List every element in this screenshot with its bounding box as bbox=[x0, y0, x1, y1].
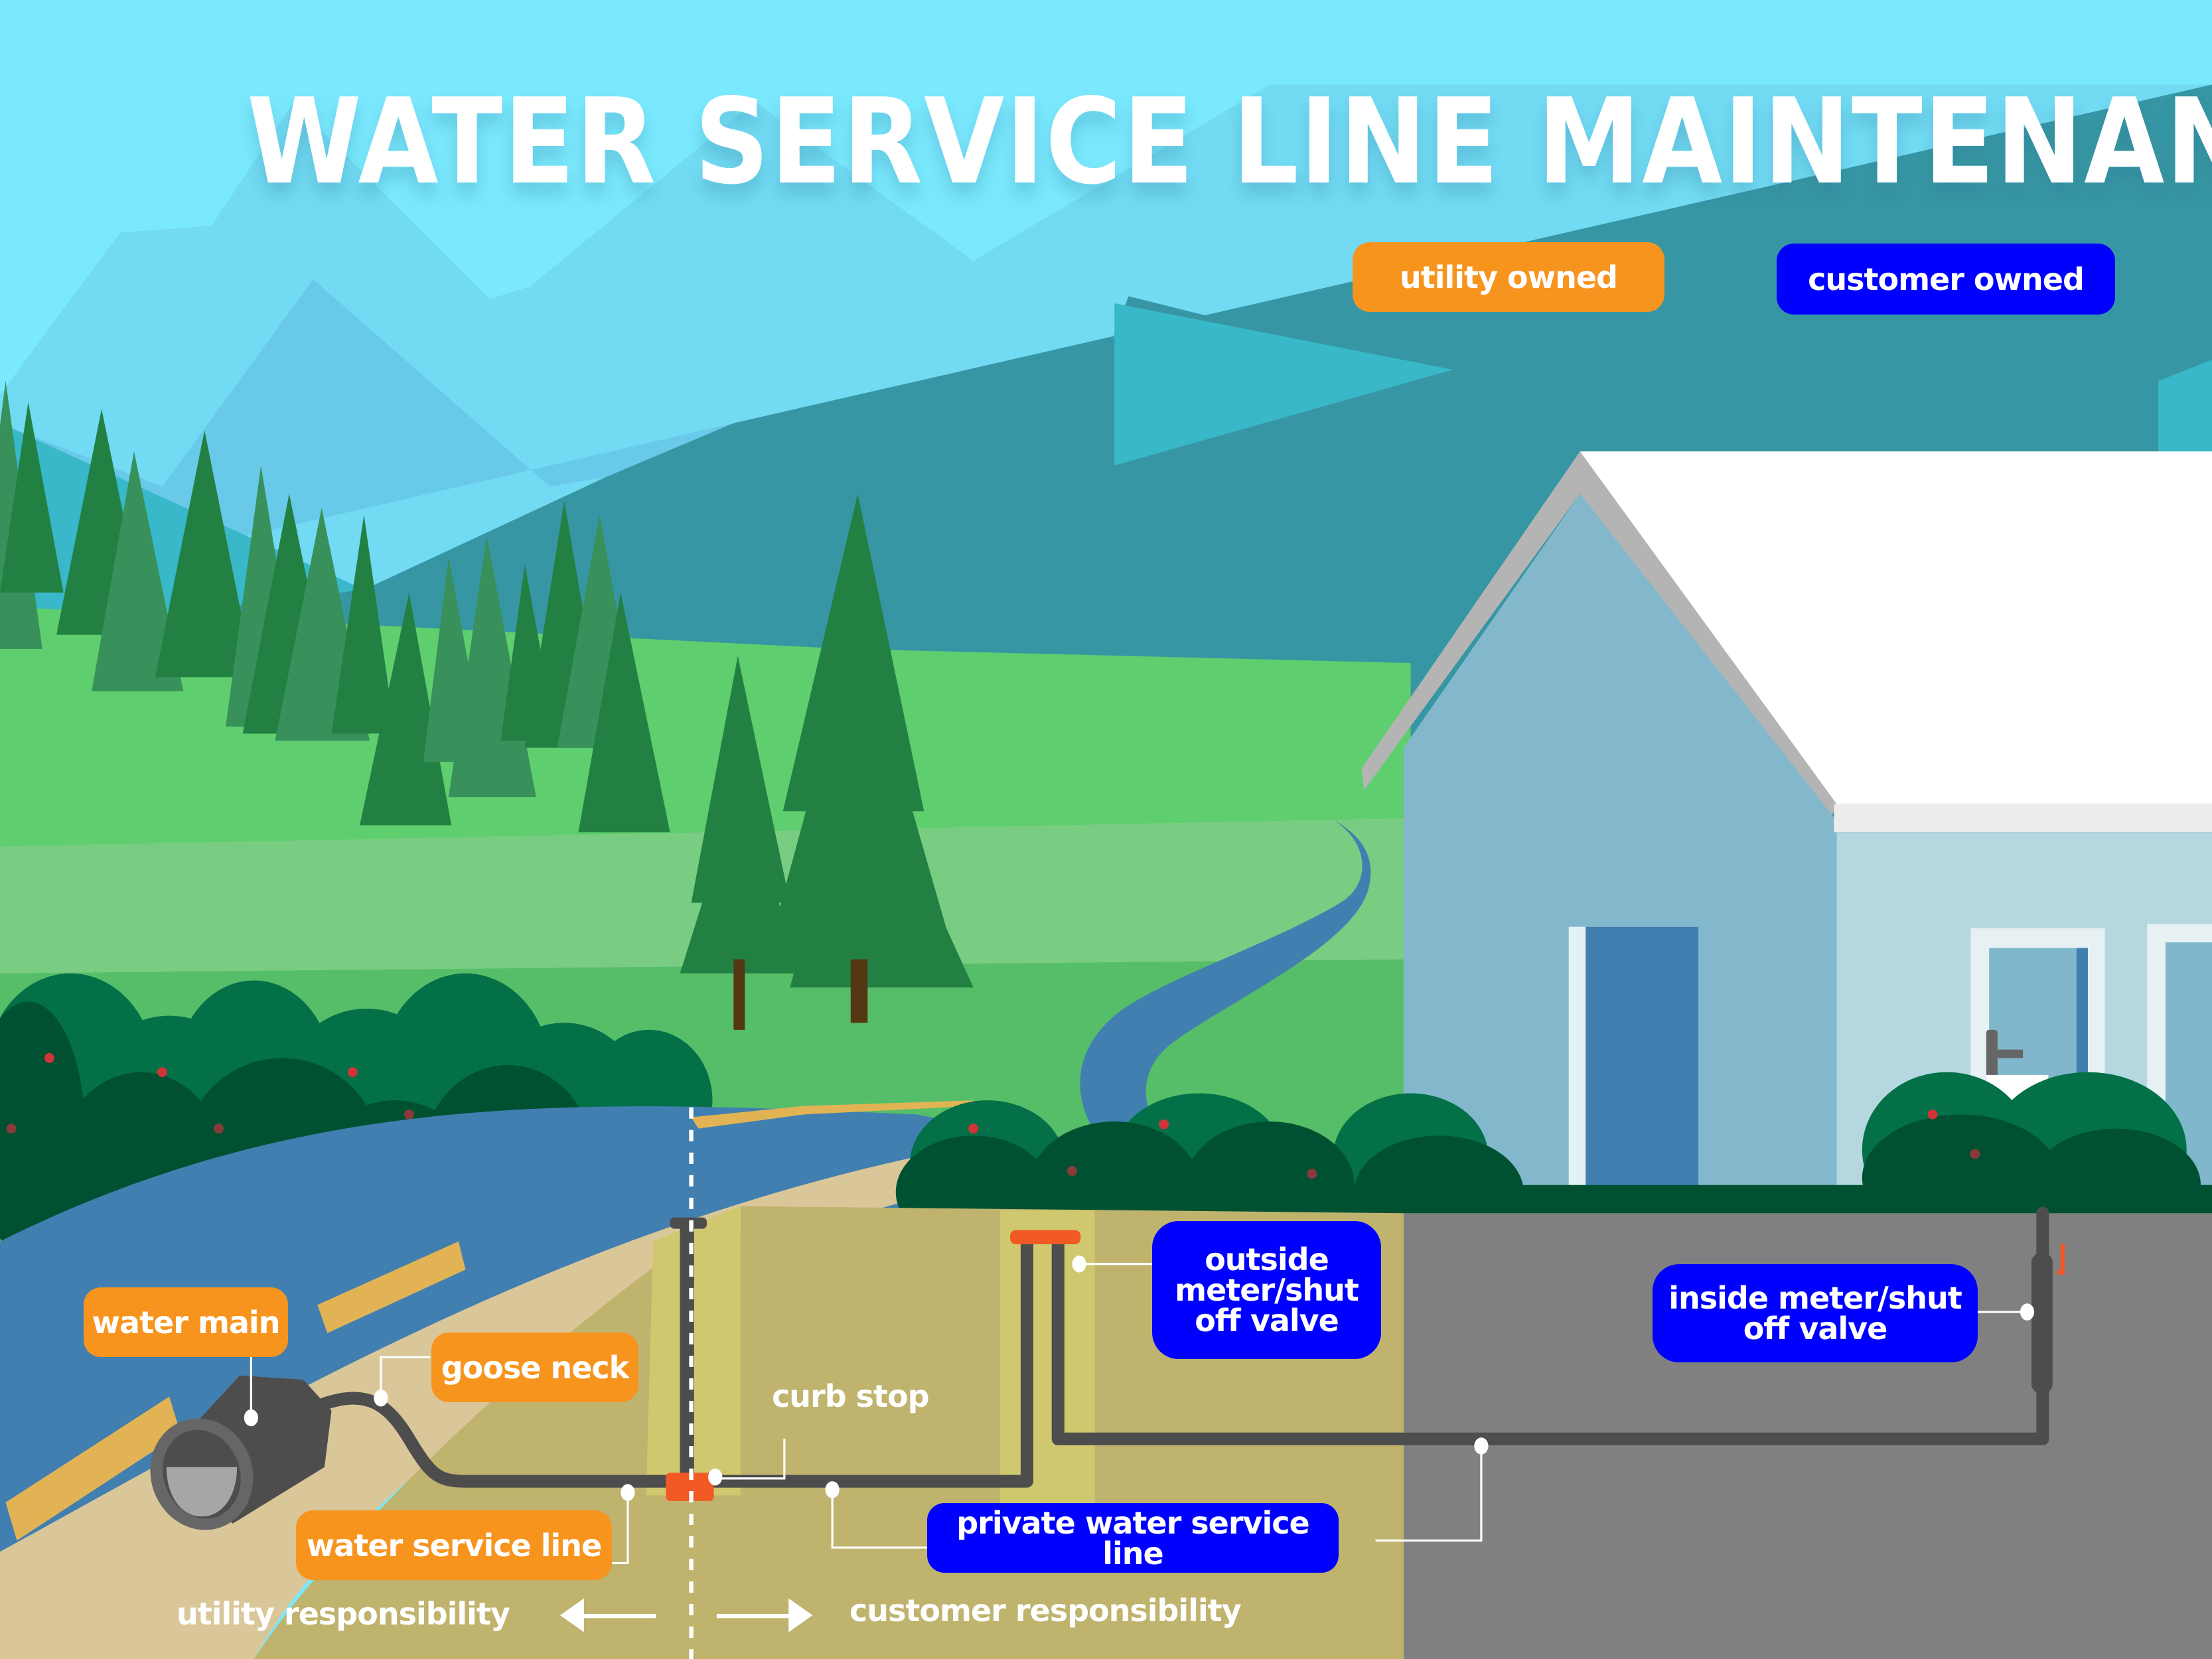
callout-leaders bbox=[250, 1263, 2028, 1565]
label-private-water-service-line: private water service line bbox=[927, 1503, 1339, 1573]
house bbox=[1361, 451, 2212, 1228]
label-outside-meter: outside meter/shut off valve bbox=[1152, 1221, 1381, 1359]
teal-right-face bbox=[2158, 360, 2212, 466]
pine-forest bbox=[0, 380, 670, 833]
winding-road bbox=[1080, 812, 1371, 1171]
callout-dots bbox=[244, 1256, 2035, 1501]
outside-valve bbox=[1009, 1230, 1081, 1244]
legend-utility-owned: utility owned bbox=[1353, 242, 1664, 312]
label-goose-neck: goose neck bbox=[431, 1333, 638, 1402]
inside-valve-handle bbox=[2057, 1244, 2065, 1275]
road-upper bbox=[0, 1127, 988, 1425]
legend-customer-owned: customer owned bbox=[1777, 244, 2115, 315]
water-main-pipe bbox=[150, 1375, 332, 1530]
large-trees bbox=[680, 494, 974, 1030]
gable-wall bbox=[1404, 494, 1837, 1192]
roof-trim bbox=[1361, 451, 1837, 822]
utility-responsibility-label: utility responsibility bbox=[177, 1596, 510, 1632]
meter-trench bbox=[1000, 1210, 1095, 1504]
roof bbox=[1580, 451, 2212, 804]
customer-responsibility-label: customer responsibility bbox=[849, 1593, 1242, 1628]
door bbox=[1585, 926, 1699, 1195]
roof-eave bbox=[1834, 804, 2212, 833]
label-curb-stop: curb stop bbox=[772, 1378, 930, 1414]
label-inside-meter: inside meter/shut off valve bbox=[1653, 1264, 1978, 1362]
label-water-service-line: water service line bbox=[296, 1510, 612, 1580]
curb-stop-valve bbox=[666, 1473, 714, 1501]
page-title: WATER SERVICE LINE MAINTENANCE bbox=[247, 73, 2212, 210]
label-water-main: water main bbox=[84, 1287, 288, 1357]
arrow-right-icon bbox=[788, 1598, 813, 1632]
arrow-left-icon bbox=[559, 1598, 585, 1632]
teal-light-face bbox=[1114, 303, 1453, 466]
road-lane-markings bbox=[5, 1100, 974, 1541]
faucet-spout bbox=[1994, 1049, 2024, 1058]
service-pipes bbox=[318, 1206, 2053, 1488]
responsibility-arrows bbox=[559, 1598, 813, 1632]
